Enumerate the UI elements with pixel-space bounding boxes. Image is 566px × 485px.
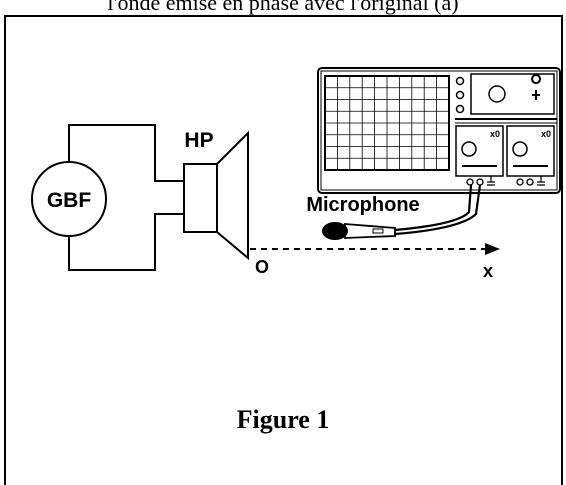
cable-ground xyxy=(394,184,482,236)
generator-wires xyxy=(68,124,184,271)
channel-a-knob xyxy=(461,141,477,157)
led-2 xyxy=(455,90,465,100)
channel-b-label: x0 xyxy=(541,129,551,139)
input-a-signal xyxy=(466,178,474,186)
axis-arrow xyxy=(485,243,500,255)
timebase-knob xyxy=(488,85,506,103)
screen-grid xyxy=(325,76,449,170)
led-3 xyxy=(455,104,465,114)
timebase-panel xyxy=(470,73,555,115)
x-axis xyxy=(250,243,500,255)
channel-a-label: x0 xyxy=(490,129,500,139)
ground-b-icon xyxy=(537,176,545,186)
microphone-handle xyxy=(344,223,396,239)
cropped-header-text: l'onde émise en phase avec l'original (a… xyxy=(107,0,459,15)
gbf-generator: GBF xyxy=(31,161,107,237)
microphone-label: Microphone xyxy=(306,194,419,216)
timebase-symbol-icon xyxy=(531,74,542,100)
led-1 xyxy=(455,76,465,86)
lower-wire xyxy=(68,213,184,271)
microphone-switch xyxy=(372,228,384,234)
speaker-cone xyxy=(216,130,249,261)
microphone-head xyxy=(322,222,348,240)
oscilloscope-inner-edge xyxy=(320,70,558,191)
gbf-circle xyxy=(31,161,107,237)
origin-label: O xyxy=(255,257,269,277)
figure-caption: Figure 1 xyxy=(236,405,330,434)
upper-wire xyxy=(68,124,184,182)
input-b-signal xyxy=(516,178,524,186)
channel-b-knob xyxy=(512,141,528,157)
hp-label: HP xyxy=(184,129,213,152)
speaker-body xyxy=(183,163,218,233)
figure-frame xyxy=(4,15,563,485)
ground-a-icon xyxy=(487,176,495,186)
microphone-cable xyxy=(394,184,482,236)
gbf-label: GBF xyxy=(47,189,92,212)
axis-label: x xyxy=(483,261,493,281)
input-a-ground xyxy=(476,178,484,186)
input-b-ground xyxy=(526,178,534,186)
cable-signal xyxy=(394,184,473,232)
oscilloscope: x0 x0 xyxy=(317,67,561,194)
loudspeaker xyxy=(183,130,249,261)
microphone xyxy=(322,222,396,240)
